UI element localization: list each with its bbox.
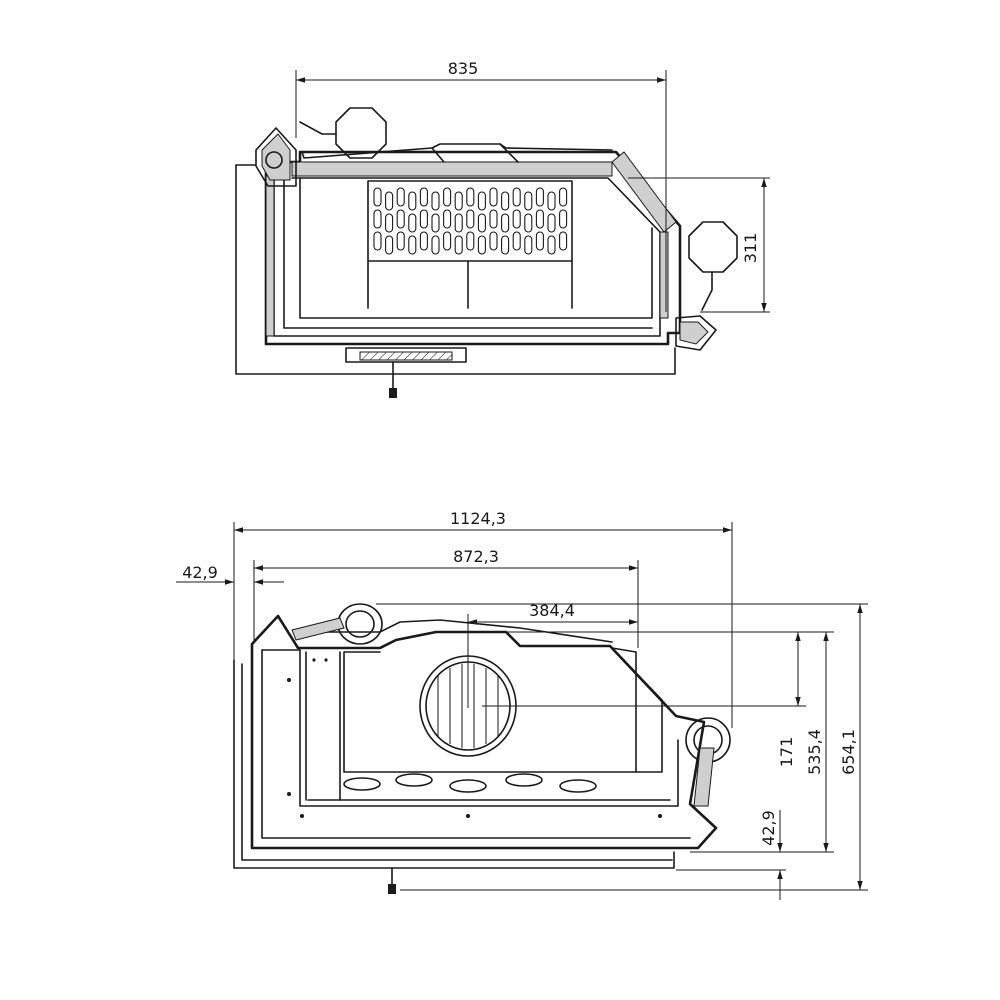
top-flue-octagon-right: [688, 221, 738, 273]
top-left-side-hatch: [265, 175, 275, 337]
grate-slot-column: [419, 187, 428, 251]
front-view: 1124,3 872,3 42,9 384,4 171 535,4 654,1: [176, 509, 868, 900]
grate-slot-column: [466, 187, 475, 251]
top-lid: [301, 143, 613, 159]
grate-slot-column: [524, 191, 533, 255]
top-firebox-frame: [283, 175, 653, 329]
top-hatch-strip: [291, 161, 613, 177]
dim-835-label: 835: [448, 59, 479, 78]
dim-1124-label: 1124,3: [450, 509, 506, 528]
top-lid-ridge: [431, 143, 519, 163]
top-front-wall: [291, 177, 661, 319]
grate-slot-column: [501, 191, 510, 255]
front-body-outline: [250, 614, 718, 850]
front-firebox-wall: [299, 649, 679, 807]
grate-slot-column: [489, 187, 498, 251]
grate-slot-column: [512, 187, 521, 251]
top-grate-panel: [367, 180, 573, 262]
dim-654-label: 654,1: [839, 729, 858, 775]
top-inner-left-wall: [299, 177, 653, 319]
top-base-plate: [235, 164, 676, 375]
top-flue-octagon-left: [335, 107, 387, 159]
front-left-flue-pipe: [291, 603, 383, 645]
grate-slot-column: [385, 191, 394, 255]
top-left-connector: [255, 127, 297, 187]
grate-slot-column: [477, 191, 486, 255]
grate-slot-column: [443, 187, 452, 251]
grate-slot-column: [559, 187, 568, 251]
top-front-vent-grille: [359, 351, 453, 361]
front-right-slope: [611, 647, 663, 773]
grate-slot-column: [373, 187, 382, 251]
front-base-plate-inner: [241, 663, 673, 861]
top-flue-leader: [701, 271, 713, 311]
top-firebox-outline: [264, 150, 682, 346]
grate-slot-column: [408, 191, 417, 255]
top-handle-knob: [389, 388, 397, 398]
grate-slot-column: [454, 191, 463, 255]
top-grate-slots: [373, 187, 568, 255]
grate-slot-column: [547, 191, 556, 255]
dim-42-left-label: 42,9: [182, 563, 218, 582]
dim-872-label: 872,3: [453, 547, 499, 566]
dim-384-label: 384,4: [529, 601, 575, 620]
grate-slot-column: [535, 187, 544, 251]
top-flue-leader: [299, 121, 337, 135]
grate-slot-column: [431, 191, 440, 255]
top-right-side-hatch: [659, 231, 669, 319]
front-handle-knob: [388, 884, 396, 894]
front-body-inner-frame: [261, 649, 691, 839]
grate-slot-column: [396, 187, 405, 251]
top-front-vent: [345, 347, 467, 363]
dim-171-label: 171: [777, 737, 796, 768]
front-burner-ports: [343, 773, 597, 793]
dim-311-label: 311: [741, 233, 760, 264]
front-top-lid: [297, 619, 613, 643]
front-screw-dots: [287, 658, 662, 818]
front-right-flue-pipe: [685, 717, 731, 807]
front-base-plate: [233, 659, 675, 869]
top-right-hatch: [611, 151, 677, 233]
top-view: 835 311: [235, 59, 770, 398]
top-right-connector: [675, 315, 717, 351]
front-firebox-back: [343, 647, 637, 773]
front-side-panel: [305, 651, 341, 801]
dim-535-label: 535,4: [805, 729, 824, 775]
dim-42-bottom-label: 42,9: [759, 810, 778, 846]
